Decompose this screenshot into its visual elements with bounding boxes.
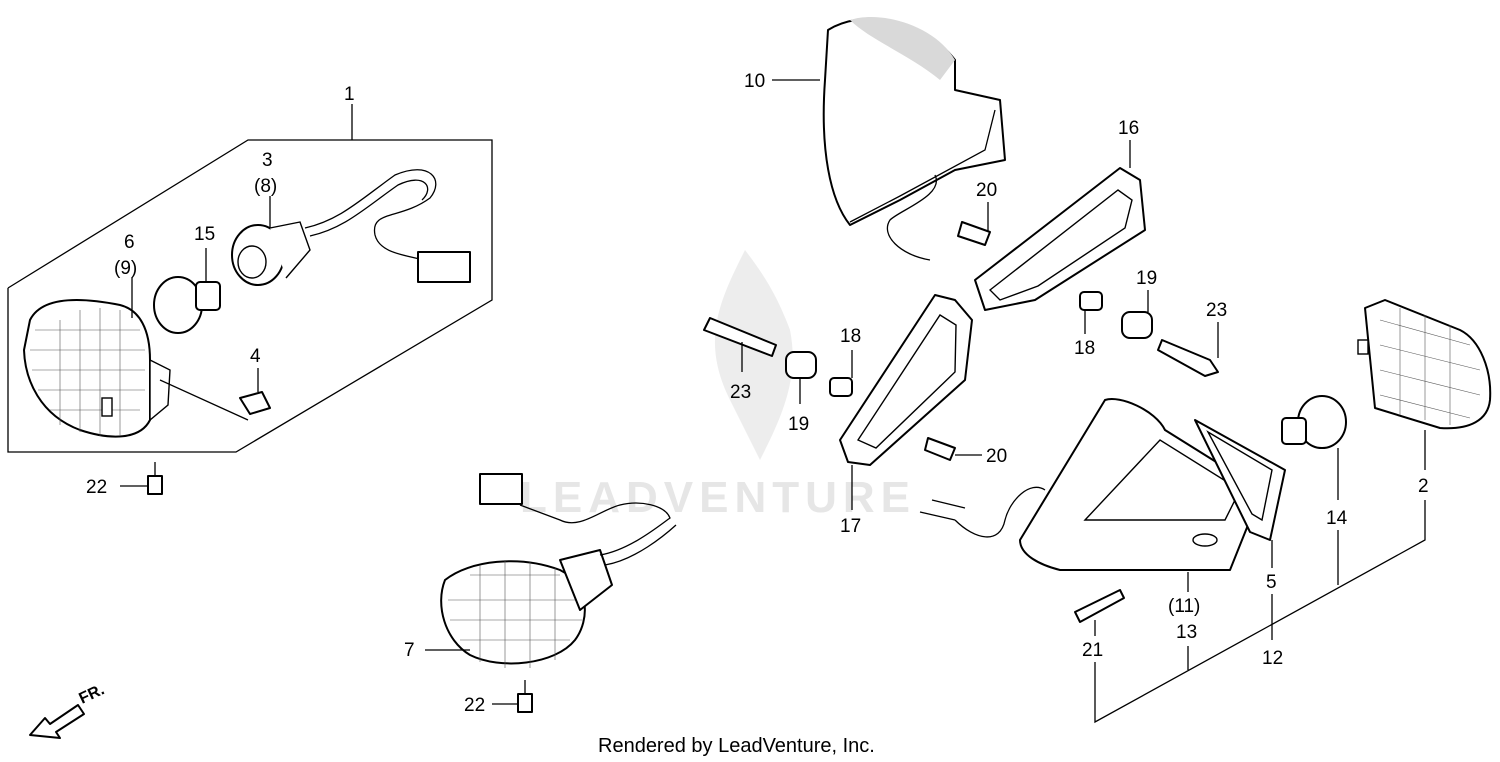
- callout-21: 21: [1082, 640, 1103, 661]
- watermark-text: LEADVENTURE: [520, 473, 916, 522]
- screw-22-lower: [492, 680, 533, 713]
- callout-1: 1: [344, 84, 355, 105]
- credit-text: Rendered by LeadVenture, Inc.: [598, 735, 875, 757]
- callout-15: 15: [194, 224, 215, 245]
- bolt-20-lower: [924, 437, 956, 461]
- direction-label: FR.: [77, 681, 108, 707]
- assembly-1-outline: [7, 139, 493, 453]
- callout-16: 16: [1118, 118, 1139, 139]
- wire-harness-left: [304, 169, 437, 263]
- watermark: LEADVENTURE: [520, 250, 916, 522]
- bracket-line-bottom: [1094, 500, 1426, 724]
- callout-7: 7: [404, 640, 415, 661]
- front-right-winker-7: [440, 473, 677, 668]
- callout-3: 3: [262, 150, 273, 171]
- callout-23b: 23: [730, 382, 751, 403]
- bolt-23-right: [1157, 339, 1219, 377]
- bracket-17: [839, 294, 973, 466]
- callout-19b: 19: [788, 414, 809, 435]
- callout-12: 12: [1262, 648, 1283, 669]
- bolt-20-upper: [957, 221, 991, 246]
- callout-20a: 20: [976, 180, 997, 201]
- callout-22b: 22: [464, 695, 485, 716]
- callout-8: (8): [254, 176, 277, 197]
- winker-lens-6: [23, 299, 171, 438]
- front-left-winker-assembly: [7, 104, 493, 453]
- screw-22-left: [120, 462, 163, 495]
- callout-2: 2: [1418, 476, 1429, 497]
- bulb-15: [153, 276, 221, 334]
- callout-13: 13: [1176, 622, 1197, 643]
- callout-4: 4: [250, 346, 261, 367]
- collar-18-right: [1079, 291, 1103, 311]
- callout-labels: 1 3 (8) 6 (9) 15 4 22 22 7 10 16 20 20 1…: [86, 71, 1429, 716]
- callout-23a: 23: [1206, 300, 1227, 321]
- grommet-19-left: [785, 351, 817, 379]
- callout-10: 10: [744, 71, 765, 92]
- callout-14: 14: [1326, 508, 1348, 529]
- connector-left: [417, 251, 471, 283]
- rear-cover-10: [822, 16, 1006, 261]
- callout-5: 5: [1266, 572, 1277, 593]
- bracket-16: [974, 167, 1146, 311]
- callout-6: 6: [124, 232, 135, 253]
- bulb-14: [1281, 395, 1347, 449]
- callout-18a: 18: [1074, 338, 1095, 359]
- tail-light-housing-13: [919, 398, 1251, 571]
- callout-11: (11): [1168, 596, 1200, 617]
- collar-18-left: [829, 377, 853, 397]
- screw-21: [1074, 589, 1125, 623]
- bolt-23-left: [703, 317, 777, 357]
- callout-20b: 20: [986, 446, 1007, 467]
- gasket-12: [1194, 419, 1286, 541]
- callout-18b: 18: [840, 326, 861, 347]
- connector-right: [479, 473, 523, 505]
- nut-4: [239, 391, 271, 415]
- socket-3: [231, 221, 311, 286]
- rear-winker-lens-2: [1357, 299, 1492, 430]
- front-direction-arrow: FR.: [29, 681, 108, 739]
- callout-17: 17: [840, 516, 861, 537]
- callout-19a: 19: [1136, 268, 1157, 289]
- callout-22a: 22: [86, 477, 107, 498]
- callout-9: (9): [114, 258, 137, 279]
- grommet-19-right: [1121, 311, 1153, 339]
